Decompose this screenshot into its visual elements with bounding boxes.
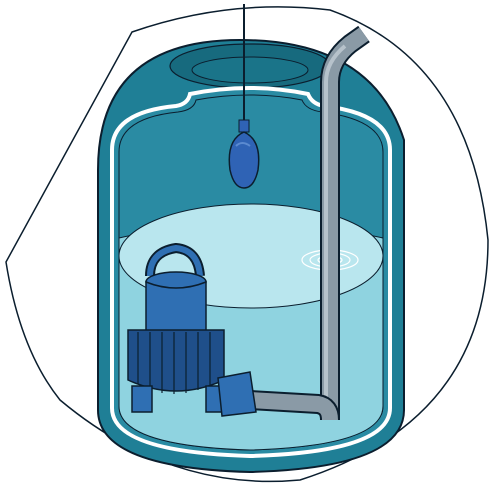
basin-lid-recess-inner [192,57,308,83]
